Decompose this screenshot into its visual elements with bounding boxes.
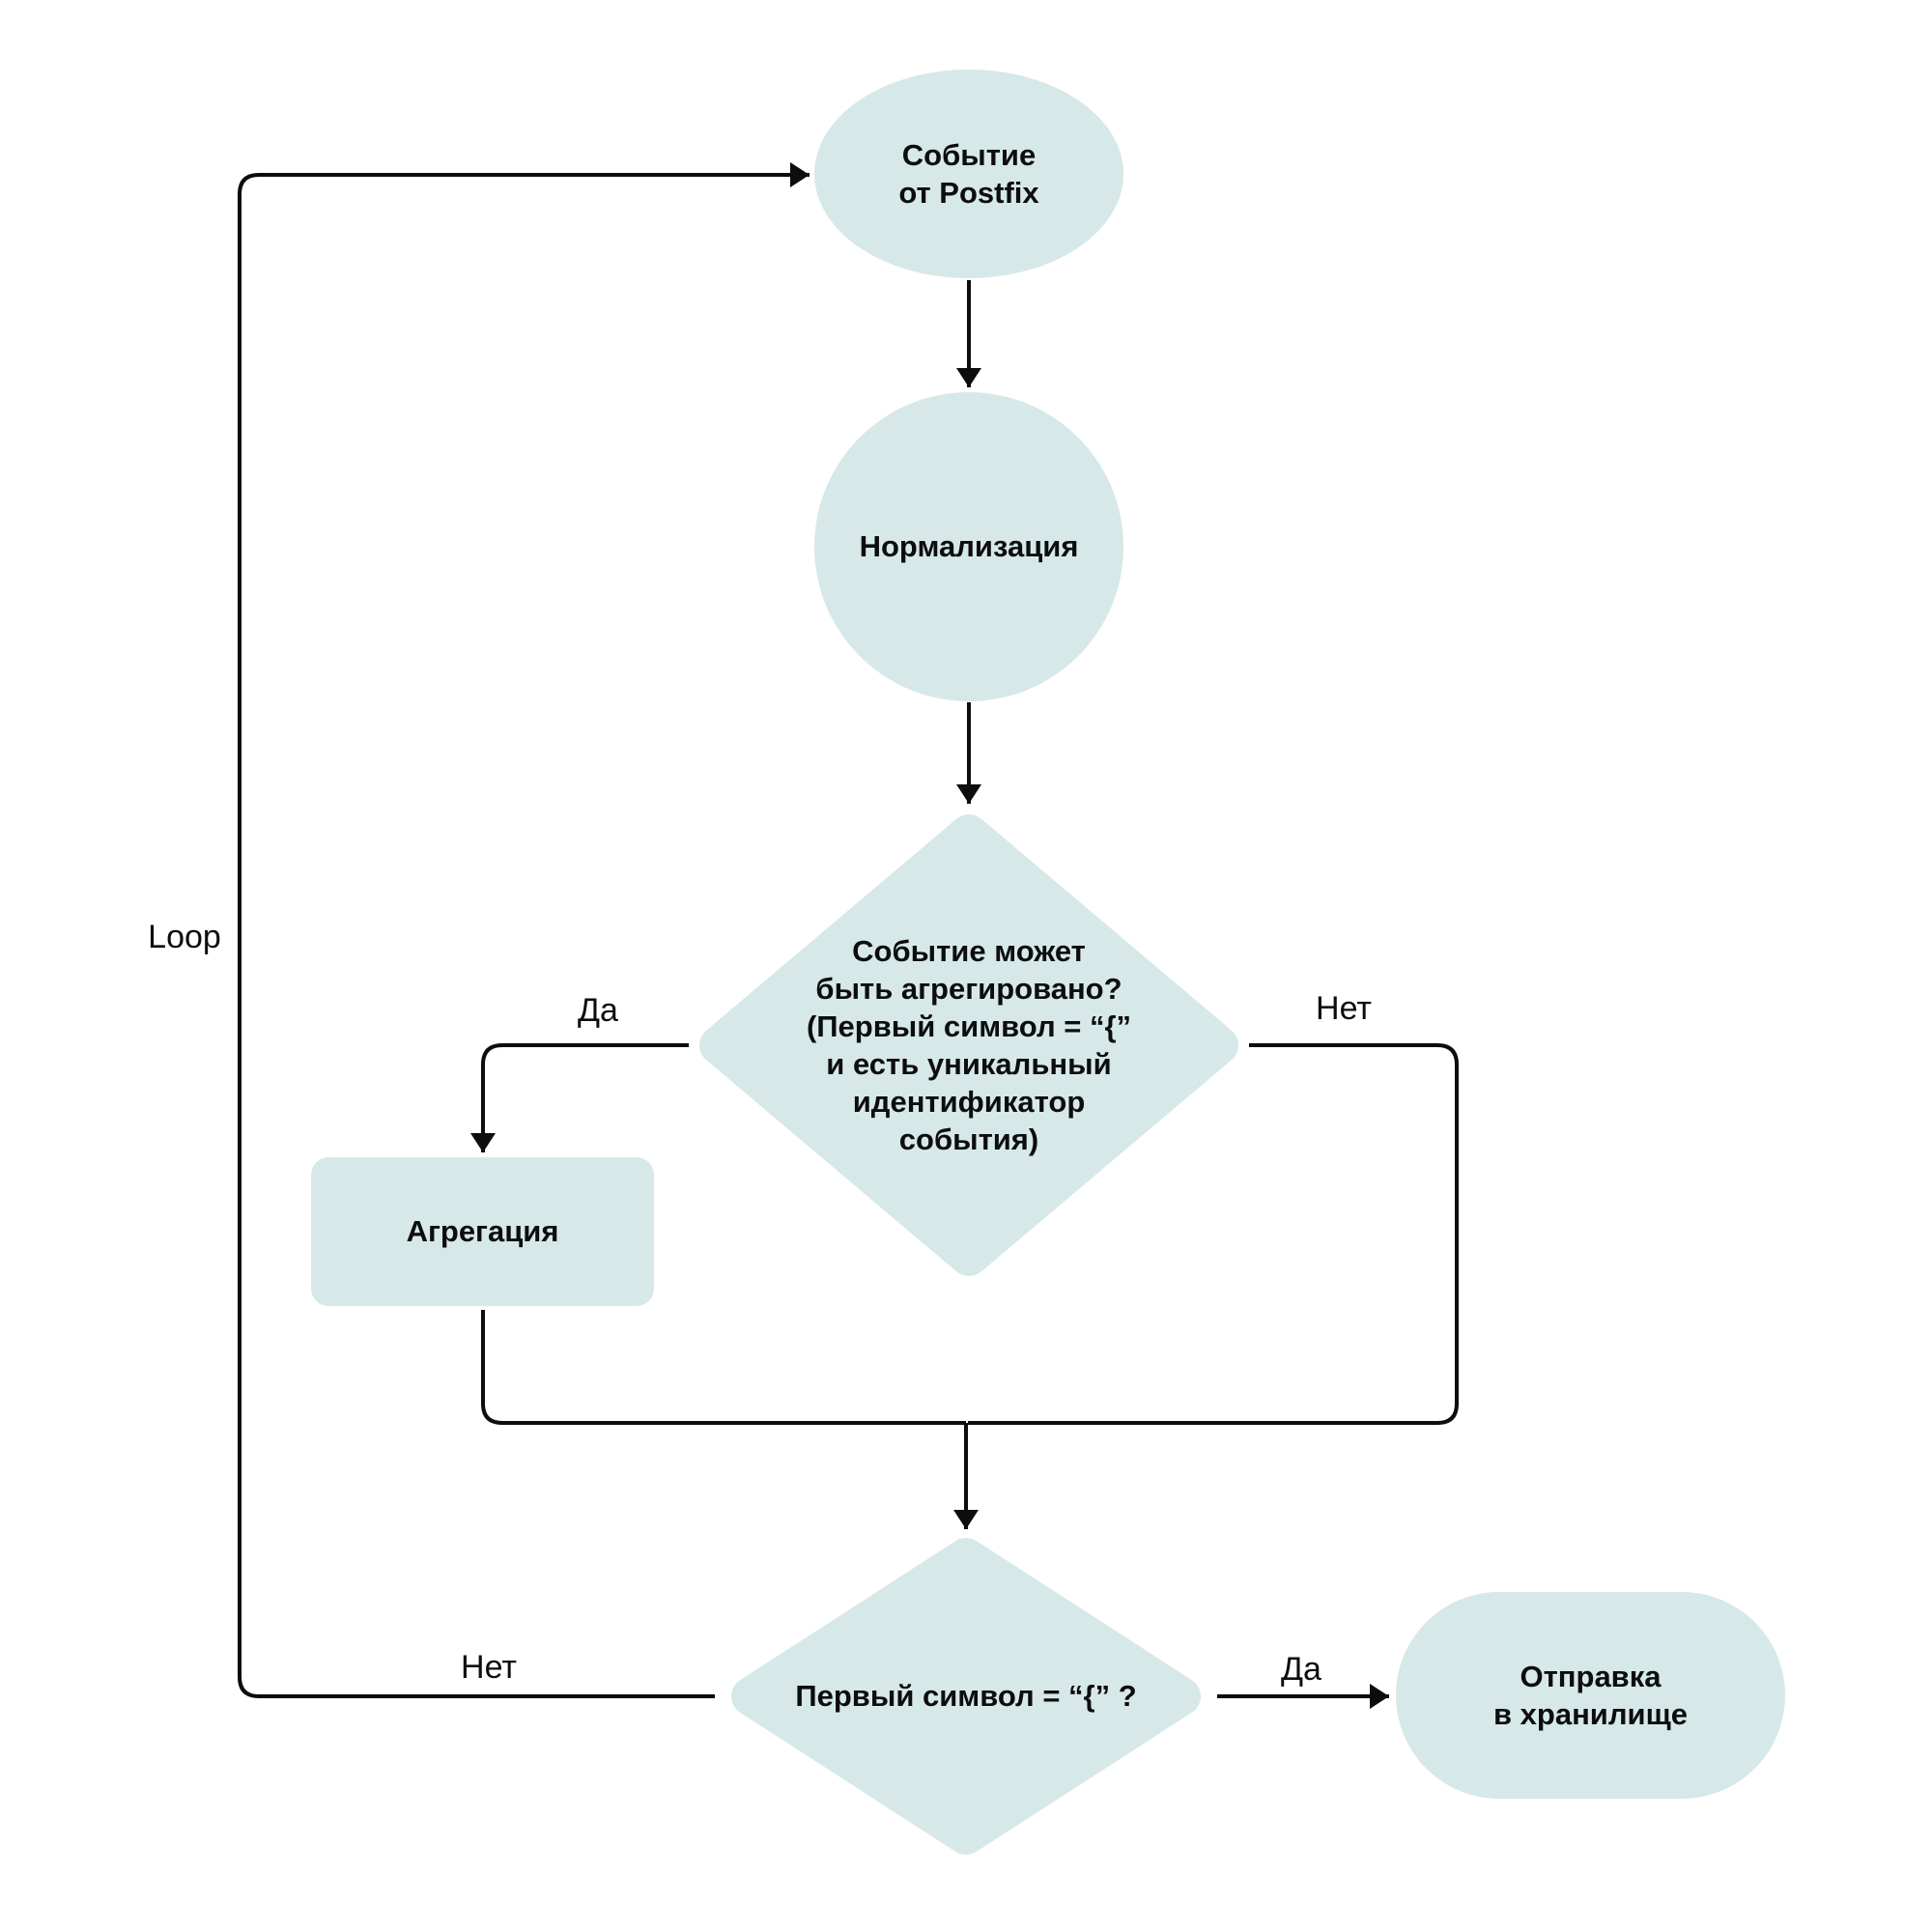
node-start-label: Событие от Postfix xyxy=(898,137,1039,210)
node-normalization-label: Нормализация xyxy=(859,529,1079,564)
node-aggregation: Агрегация xyxy=(311,1157,654,1306)
edge-label-can-aggregate-no: Нет xyxy=(1316,990,1372,1027)
node-storage-label: Отправка в хранилище xyxy=(1492,1659,1688,1731)
edge-label-can-aggregate-yes: Да xyxy=(578,992,618,1029)
node-first-char-label: Первый символ = “{” ? xyxy=(795,1679,1137,1714)
edge-label-first-char-no: Нет xyxy=(461,1649,517,1686)
edge-aggregation-to-merge xyxy=(481,1310,966,1425)
edge-decision-yes-to-aggregation xyxy=(470,1043,689,1152)
node-can-aggregate: Событие может быть агрегировано? (Первый… xyxy=(679,900,1259,1190)
node-start: Событие от Postfix xyxy=(814,70,1123,278)
node-can-aggregate-label: Событие может быть агрегировано? (Первый… xyxy=(806,933,1132,1157)
node-aggregation-label: Агрегация xyxy=(406,1214,559,1249)
edge-loop-back-to-start xyxy=(238,162,810,1698)
node-first-char: Первый символ = “{” ? xyxy=(676,1648,1256,1745)
decision-can-aggregate-shape xyxy=(699,814,1238,1276)
decision-first-char-shape xyxy=(731,1538,1201,1855)
node-normalization: Нормализация xyxy=(814,392,1123,701)
node-storage: Отправка в хранилище xyxy=(1396,1592,1785,1799)
edge-label-first-char-yes: Да xyxy=(1281,1651,1321,1688)
edge-decision-no-to-merge xyxy=(968,1043,1459,1425)
edge-label-loop: Loop xyxy=(148,919,221,955)
